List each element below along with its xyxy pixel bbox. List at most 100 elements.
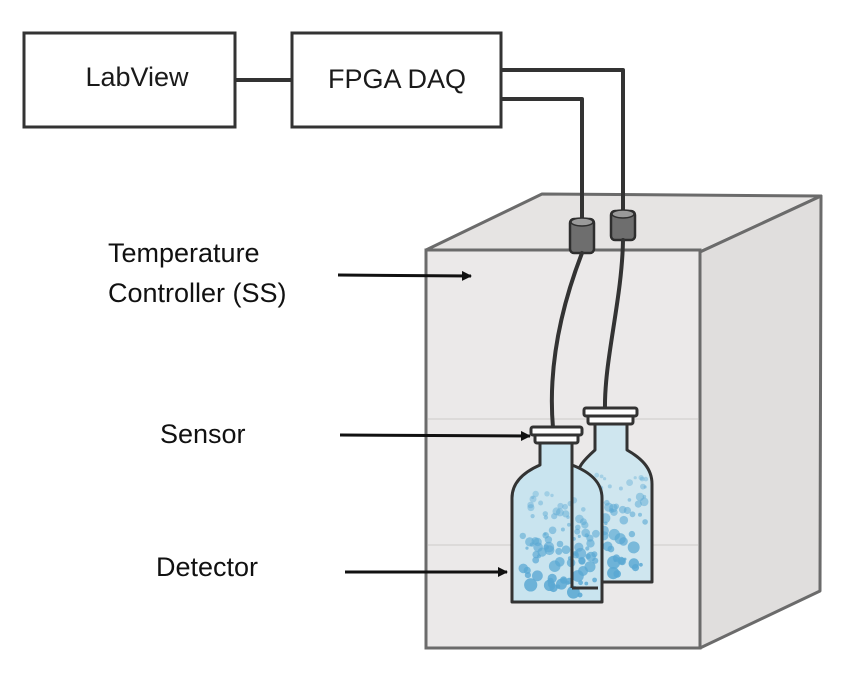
bubble [532, 556, 540, 564]
bubble [555, 508, 564, 517]
bubble [547, 573, 557, 584]
bubble [542, 532, 549, 539]
labview-label: LabView [85, 62, 189, 92]
bubble [527, 504, 535, 512]
fpga-daq-label: FPGA DAQ [328, 64, 466, 94]
bubble [565, 580, 570, 585]
bubble [599, 474, 604, 479]
bubble [631, 564, 640, 572]
bubble [581, 528, 590, 538]
bubble [524, 578, 538, 592]
bubble [562, 503, 568, 510]
bubble [532, 490, 539, 498]
bubble [639, 476, 645, 482]
bubble [550, 493, 554, 498]
bubble [585, 553, 591, 560]
bubble [542, 511, 548, 517]
sensor-arrow [339, 430, 531, 441]
bubble [639, 562, 643, 567]
temperature-label-line2: Controller (SS) [108, 278, 287, 308]
bubble [623, 557, 627, 561]
bubble [619, 515, 629, 525]
bubble [577, 534, 581, 539]
bubble [530, 514, 535, 519]
bubble [592, 529, 600, 538]
temperature-arrow [337, 270, 472, 281]
bubble [604, 521, 608, 526]
bubble [626, 479, 633, 486]
bubble [561, 545, 571, 554]
bubble [574, 528, 581, 535]
bubble [592, 577, 597, 583]
bubble [529, 542, 535, 547]
bubble [586, 539, 595, 548]
bubble [584, 581, 589, 586]
bubble [643, 476, 649, 482]
bubble [627, 498, 632, 502]
sensor-annotation: Sensor [160, 419, 531, 449]
bubble [556, 540, 564, 548]
bubble [532, 570, 543, 582]
bubble [543, 515, 549, 520]
bubble [519, 532, 526, 540]
temperature-label-line1: Temperature [108, 238, 260, 268]
bubble [538, 500, 544, 506]
labview-box: LabView [22, 31, 237, 129]
bubble [585, 546, 590, 551]
bubble [607, 555, 621, 569]
bubble [618, 486, 623, 491]
bubble [638, 475, 644, 481]
bubble [603, 477, 607, 481]
bubble [633, 476, 637, 480]
bubble [527, 501, 534, 509]
bubble [619, 537, 628, 546]
sensor-cables [549, 238, 625, 430]
cable-front [501, 97, 584, 219]
bubble [608, 508, 614, 514]
bubble [574, 542, 584, 552]
bubble [638, 512, 642, 517]
bubble [551, 513, 558, 520]
cable-back [501, 68, 625, 212]
bubble [581, 507, 586, 512]
temperature-controller-annotation: Temperature Controller (SS) [108, 238, 472, 308]
bubble [643, 485, 647, 489]
bubble [613, 570, 621, 578]
bubble [594, 472, 600, 478]
bubble [536, 554, 542, 559]
bubble [525, 546, 529, 550]
bubble [639, 497, 649, 507]
bubble [529, 495, 537, 503]
bubble [548, 526, 557, 535]
bubble [607, 545, 615, 553]
bubble [578, 566, 588, 576]
bubble [567, 522, 571, 527]
bubble [531, 496, 535, 500]
bubble [544, 491, 550, 497]
bubble [627, 541, 640, 554]
detector-label: Detector [156, 552, 258, 582]
bubble [640, 483, 646, 490]
bubble [607, 484, 612, 489]
signal-cables [501, 68, 625, 219]
connector-front-icon [568, 217, 596, 255]
bubble [578, 556, 586, 565]
detector-annotation: Detector [156, 552, 508, 582]
bubble [628, 530, 636, 538]
bubble [608, 528, 620, 541]
bubble [555, 547, 563, 555]
sensor-label: Sensor [160, 419, 246, 449]
bubble [629, 511, 636, 518]
bubble [613, 558, 617, 562]
bubble [548, 560, 561, 572]
bubble [552, 507, 561, 516]
bubble [642, 519, 648, 525]
bubble [581, 521, 589, 529]
bubble [562, 510, 570, 518]
bubble [560, 527, 565, 532]
bottle-front [510, 425, 604, 604]
bubble [557, 502, 564, 510]
bubble [561, 577, 567, 584]
bubble [543, 544, 549, 550]
